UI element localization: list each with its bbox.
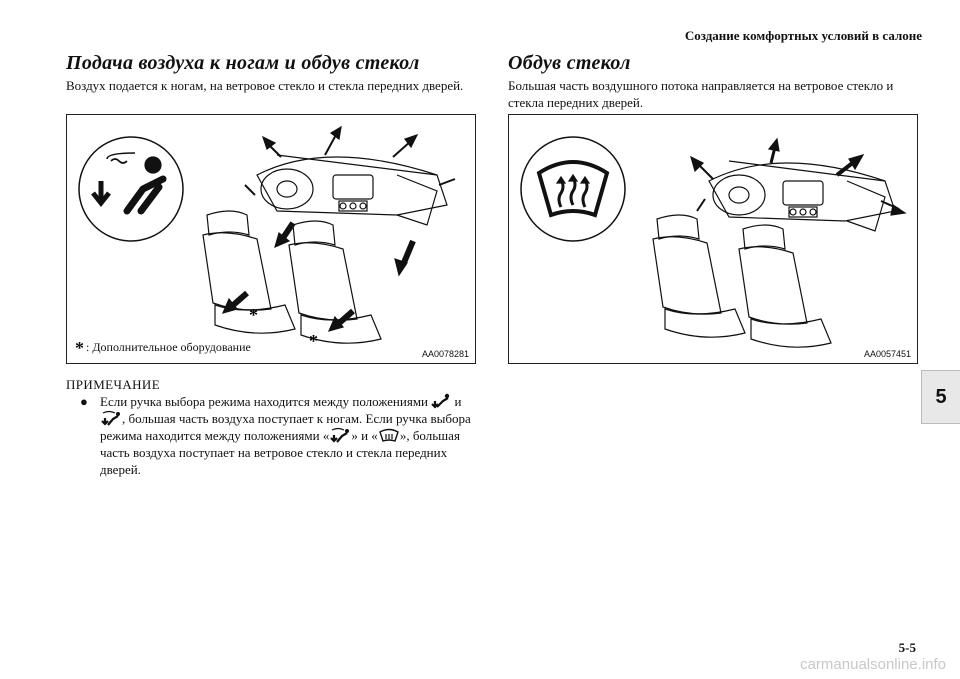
figure-code: AA0078281 <box>421 349 469 359</box>
section-title: Подача воздуха к ногам и обдув стекол <box>66 52 420 74</box>
feet-mode-icon <box>431 393 450 409</box>
star-mark-1: * <box>249 305 258 325</box>
star-mark-2: * <box>309 331 318 351</box>
dashboard-illustration: * * <box>78 125 456 351</box>
section-feet-defrost: Подача воздуха к ногам и обдув стекол Во… <box>66 52 476 94</box>
section-intro: Большая часть воздушного потока направля… <box>508 78 894 110</box>
watermark: carmanualsonline.info <box>800 656 946 673</box>
note-item: ● Если ручка выбора режима находится меж… <box>66 393 476 478</box>
asterisk-icon: * <box>75 338 84 358</box>
note-text-3: , большая часть воздуха поступает к нога… <box>100 411 471 443</box>
feet-defrost-mode-icon <box>101 410 120 426</box>
defrost-mode-icon <box>378 428 399 442</box>
section-defrost: Обдув стекол Большая часть воздушного по… <box>508 52 918 111</box>
note-text-1: Если ручка выбора режима находится между… <box>100 394 429 409</box>
dashboard-illustration <box>520 136 907 348</box>
optional-equipment-note: *: Дополнительное оборудование <box>75 338 251 358</box>
note-block: ПРИМЕЧАНИЕ ● Если ручка выбора режима на… <box>66 376 476 478</box>
figure-feet-defrost: * * *: Дополнительное оборудование AA007… <box>66 114 476 364</box>
note-text-4: » и « <box>351 428 378 443</box>
note-text-5: », большая часть воздуха поступает на ве… <box>100 428 460 477</box>
figure-defrost: AA0057451 <box>508 114 918 364</box>
note-heading: ПРИМЕЧАНИЕ <box>66 377 161 392</box>
page-number: 5-5 <box>898 640 916 655</box>
running-head: Создание комфортных условий в салоне <box>684 28 922 43</box>
figure-code: AA0057451 <box>863 349 911 359</box>
section-title: Обдув стекол <box>508 52 631 74</box>
feet-defrost-mode-icon <box>330 427 350 443</box>
note-text-2: и <box>454 394 462 409</box>
chapter-tab: 5 <box>921 370 960 424</box>
section-intro: Воздух подается к ногам, на ветровое сте… <box>66 78 464 93</box>
bullet-icon: ● <box>80 394 88 409</box>
